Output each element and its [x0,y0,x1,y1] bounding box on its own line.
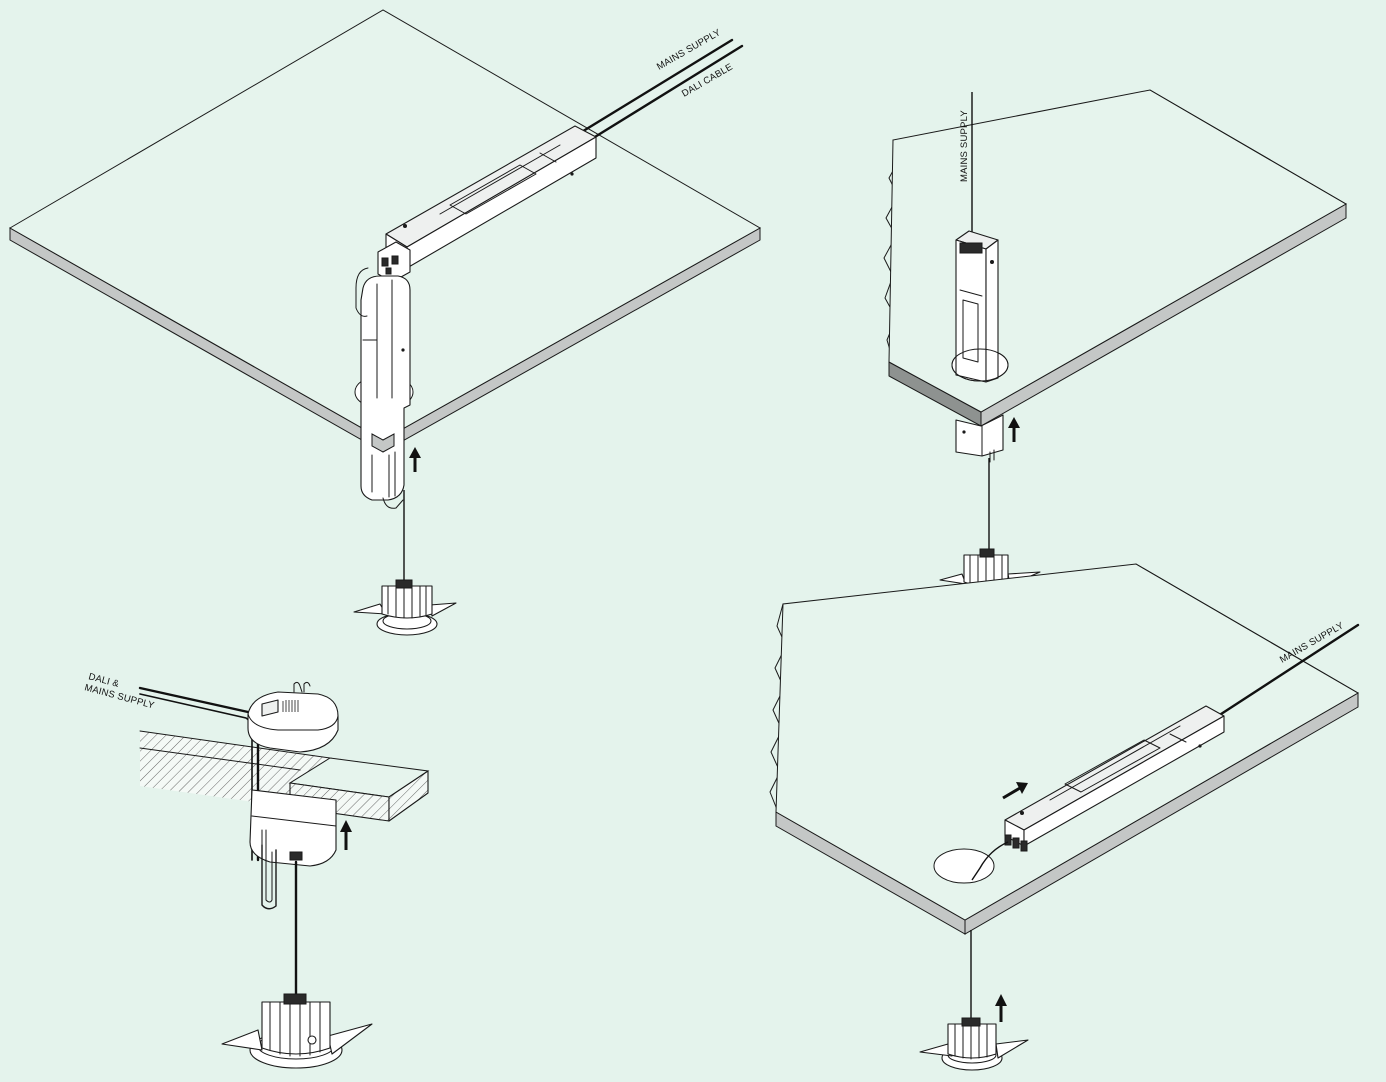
driver-box-lower [249,789,337,867]
mains-supply-label: MAINS SUPPLY [1278,620,1346,666]
connector-block [1004,834,1028,852]
mains-supply-cable [578,38,734,135]
dali-cable [588,44,744,142]
mains-supply-label: MAINS SUPPLY [959,110,970,182]
panel-4-horizontal-driver-install: MAINS SUPPLY [769,563,1360,1071]
up-arrow-icon [409,447,421,472]
downlight-icon [353,579,457,636]
up-arrow-icon [1008,417,1020,442]
connector-block [377,241,411,283]
up-arrow-icon [995,994,1007,1022]
panel-2-vertical-driver-install: MAINS SUPPLY [883,89,1348,601]
driver-box-icon [955,230,999,383]
ceiling-top [8,9,762,441]
panel-1-remote-driver-install: MAINS SUPPLY DALI CABLE [8,9,762,636]
driver-box-icon [247,681,339,753]
downlight-icon [919,1017,1029,1071]
downlight-icon [221,993,373,1069]
dali-mains-label-line2: MAINS SUPPLY [83,682,156,711]
vertical-driver-lower [955,414,1004,463]
up-arrow-icon [340,820,352,850]
vertical-driver [355,267,411,501]
diagonal-arrow-icon [1002,782,1028,800]
panel-3-surface-driver-install: DALI & MAINS SUPPLY [83,671,430,1069]
ceiling-hole [933,848,995,884]
mains-supply-cable [1216,623,1360,718]
